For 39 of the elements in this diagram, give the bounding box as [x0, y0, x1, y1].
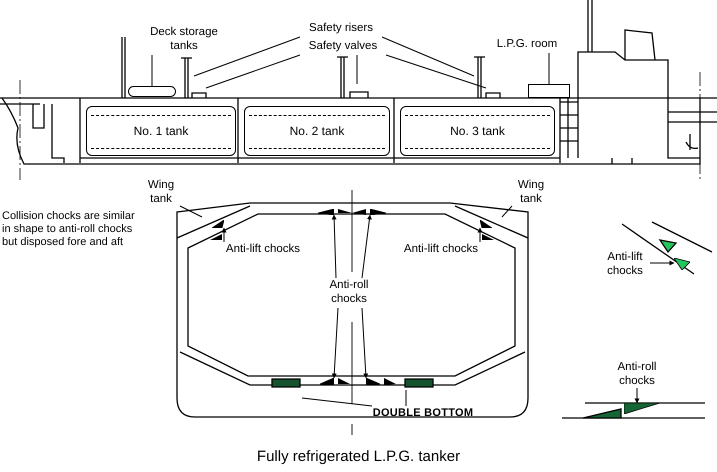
leader-line	[634, 388, 640, 404]
tank-label: No. 2 tank	[290, 123, 344, 140]
callout-label: Wing tank	[516, 178, 546, 206]
deck-house-box	[528, 84, 570, 98]
leader-line	[478, 228, 482, 242]
tank-box	[86, 106, 236, 156]
deck-tank-shape	[128, 86, 176, 97]
callout-label: Anti-lift chocks	[606, 250, 644, 278]
tank-label: No. 1 tank	[134, 123, 188, 140]
leader-line	[180, 206, 202, 218]
leader-line	[332, 214, 337, 278]
callout-label: Safety valves	[308, 39, 378, 53]
leader-line	[362, 214, 372, 278]
leader-line	[302, 398, 372, 406]
leader-line	[650, 260, 674, 266]
tank-label: No. 3 tank	[450, 123, 505, 140]
callout-label: Anti-roll chocks	[616, 360, 658, 388]
callout-label: Safety risers	[308, 21, 374, 35]
tank-box	[400, 106, 555, 156]
callout-label: L.P.G. room	[496, 37, 558, 51]
leader-line	[194, 36, 300, 76]
leader-line	[356, 54, 358, 84]
leader-line	[502, 206, 512, 218]
leader-line	[386, 54, 486, 88]
callout-label: Deck storage tanks	[149, 25, 219, 53]
leader-line	[362, 308, 368, 378]
leader-line	[382, 36, 474, 76]
tank-box	[244, 106, 390, 156]
leader-line	[332, 308, 338, 378]
callout-label: Anti-lift chocks	[224, 242, 302, 256]
callout-label: DOUBLE BOTTOM	[372, 406, 474, 420]
leader-line	[548, 52, 550, 84]
leader-line	[222, 228, 226, 242]
leader-line	[206, 54, 300, 88]
note-text: Collision chocks are similar in shape to anti-roll chocks but disposed fore and aft	[2, 210, 136, 249]
callout-label: Anti-roll chocks	[328, 278, 370, 306]
callout-label: Anti-lift chocks	[402, 242, 480, 256]
caption: Fully refrigerated L.P.G. tanker	[256, 447, 462, 467]
callout-label: Wing tank	[146, 178, 176, 206]
